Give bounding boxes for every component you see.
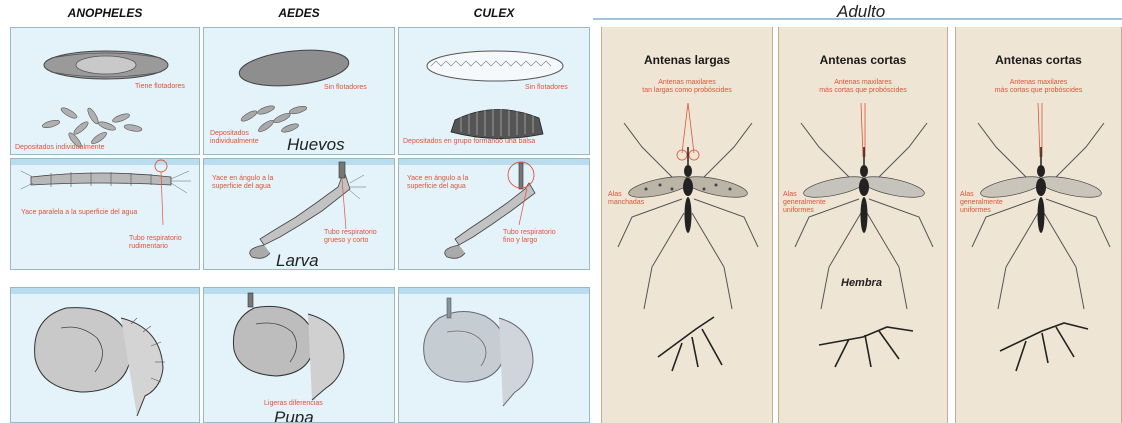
pupa-note: Ligeras diferencias <box>264 400 323 408</box>
larva-tube-culex-line2: fino y largo <box>503 237 537 245</box>
pupa-panel-culex <box>398 287 590 423</box>
pupa-icon <box>399 288 590 423</box>
stage-label-adult: Adulto <box>837 2 885 22</box>
egg-note-aedes: Sin flotadores <box>324 84 367 92</box>
egg-note-anopheles: Tiene flotadores <box>135 83 185 91</box>
stage-label-pupa: Pupa <box>274 408 314 423</box>
column-header-culex: CULEX <box>398 6 590 20</box>
larva-position-culex-line1: Yace en ángulo a la <box>407 175 468 183</box>
larva-position-aedes-line2: superficie del agua <box>212 183 271 191</box>
adult-panel-aedes: Antenas cortas Antenas maxilares más cor… <box>778 27 948 423</box>
column-header-aedes: AEDES <box>203 6 395 20</box>
adult-wing-2-line1: Alas <box>783 191 797 199</box>
larva-panel-anopheles: Yace paralela a la superficie del agua T… <box>10 158 200 270</box>
larva-position-anopheles: Yace paralela a la superficie del agua <box>21 209 137 217</box>
egg-note-culex: Sin flotadores <box>525 84 568 92</box>
stage-label-eggs: Huevos <box>287 135 345 155</box>
egg-deposit-aedes-line1: Depositados <box>210 130 249 138</box>
column-header-anopheles: ANOPHELES <box>10 6 200 20</box>
egg-panel-culex: Sin flotadores Depositados en grupo form… <box>398 27 590 155</box>
adult-wing-2-line3: uniformes <box>783 207 814 215</box>
adult-panel-anopheles: Antenas largas Antenas maxilares tan lar… <box>601 27 773 423</box>
adult-wing-3-line2: generalmente <box>960 199 1003 207</box>
larva-tube-aedes-line2: grueso y corto <box>324 237 368 245</box>
female-label: Hembra <box>841 277 882 289</box>
larva-position-culex-line2: superficie del agua <box>407 183 466 191</box>
adult-wing-2-line2: generalmente <box>783 199 826 207</box>
egg-deposit-anopheles: Depositados individualmente <box>15 144 105 152</box>
pupa-panel-anopheles <box>10 287 200 423</box>
pupa-icon <box>11 288 200 423</box>
larva-tube-aedes-line1: Tubo respiratorio <box>324 229 377 237</box>
larva-panel-aedes: Yace en ángulo a la superficie del agua … <box>203 158 395 270</box>
egg-panel-anopheles: Tiene flotadores Depositados individualm… <box>10 27 200 155</box>
adult-wing-1-line1: Alas <box>608 191 622 199</box>
egg-panel-aedes: Sin flotadores Depositados individualmen… <box>203 27 395 155</box>
adult-wing-3-line3: uniformes <box>960 207 991 215</box>
adult-wing-3-line1: Alas <box>960 191 974 199</box>
larva-tube-culex-line1: Tubo respiratorio <box>503 229 556 237</box>
adult-wing-1-line2: manchadas <box>608 199 644 207</box>
stage-label-larva: Larva <box>276 251 319 270</box>
adult-figure: Adulto Antenas largas Antenas maxilares … <box>593 0 1122 423</box>
egg-deposit-culex: Depositados en grupo formando una balsa <box>403 138 535 146</box>
pupa-panel-aedes: Ligeras diferencias Pupa <box>203 287 395 423</box>
egg-icon <box>11 28 200 155</box>
egg-deposit-aedes-line2: individualmente <box>210 138 259 146</box>
larva-position-aedes-line1: Yace en ángulo a la <box>212 175 273 183</box>
adult-panel-culex: Antenas cortas Antenas maxilares más cor… <box>955 27 1122 423</box>
mosquito-icon <box>602 27 773 423</box>
larva-panel-culex: Yace en ángulo a la superficie del agua … <box>398 158 590 270</box>
mosquito-icon <box>779 27 948 423</box>
larva-tube-anopheles-line1: Tubo respiratorio <box>129 235 182 243</box>
larva-tube-anopheles-line2: rudimentario <box>129 243 168 251</box>
mosquito-icon <box>956 27 1122 423</box>
